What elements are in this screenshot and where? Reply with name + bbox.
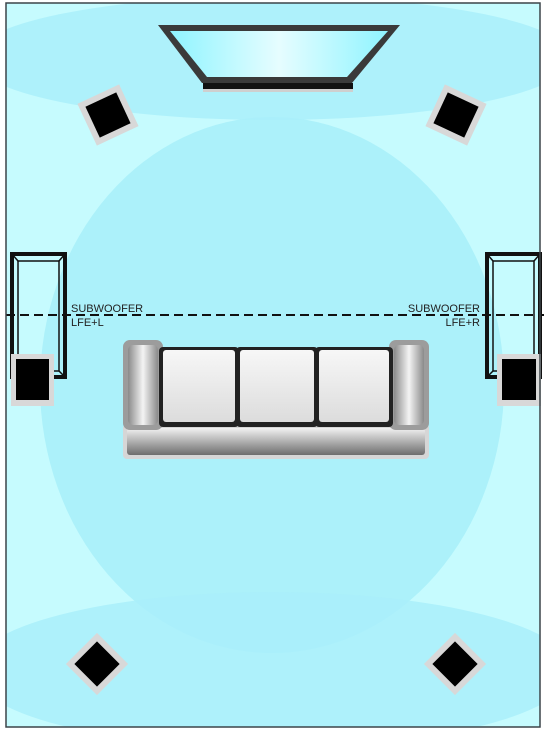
sofa-icon bbox=[123, 340, 429, 459]
sub-right-channel: LFE+R bbox=[445, 317, 480, 329]
left-subwoofer-icon bbox=[10, 252, 67, 406]
sub-left-title: SUBWOOFER bbox=[71, 303, 143, 315]
front-right-speaker-icon bbox=[425, 84, 487, 146]
rear-right-speaker-icon bbox=[423, 632, 487, 696]
sub-left-channel: LFE+L bbox=[71, 317, 104, 329]
rear-left-speaker-icon bbox=[65, 632, 129, 696]
sub-right-title: SUBWOOFER bbox=[408, 303, 480, 315]
rear-speaker-coverage bbox=[6, 592, 540, 727]
room-border bbox=[5, 2, 541, 728]
right-subwoofer-icon bbox=[485, 252, 542, 406]
front-left-speaker-icon bbox=[77, 84, 139, 146]
tv-icon bbox=[158, 25, 400, 92]
